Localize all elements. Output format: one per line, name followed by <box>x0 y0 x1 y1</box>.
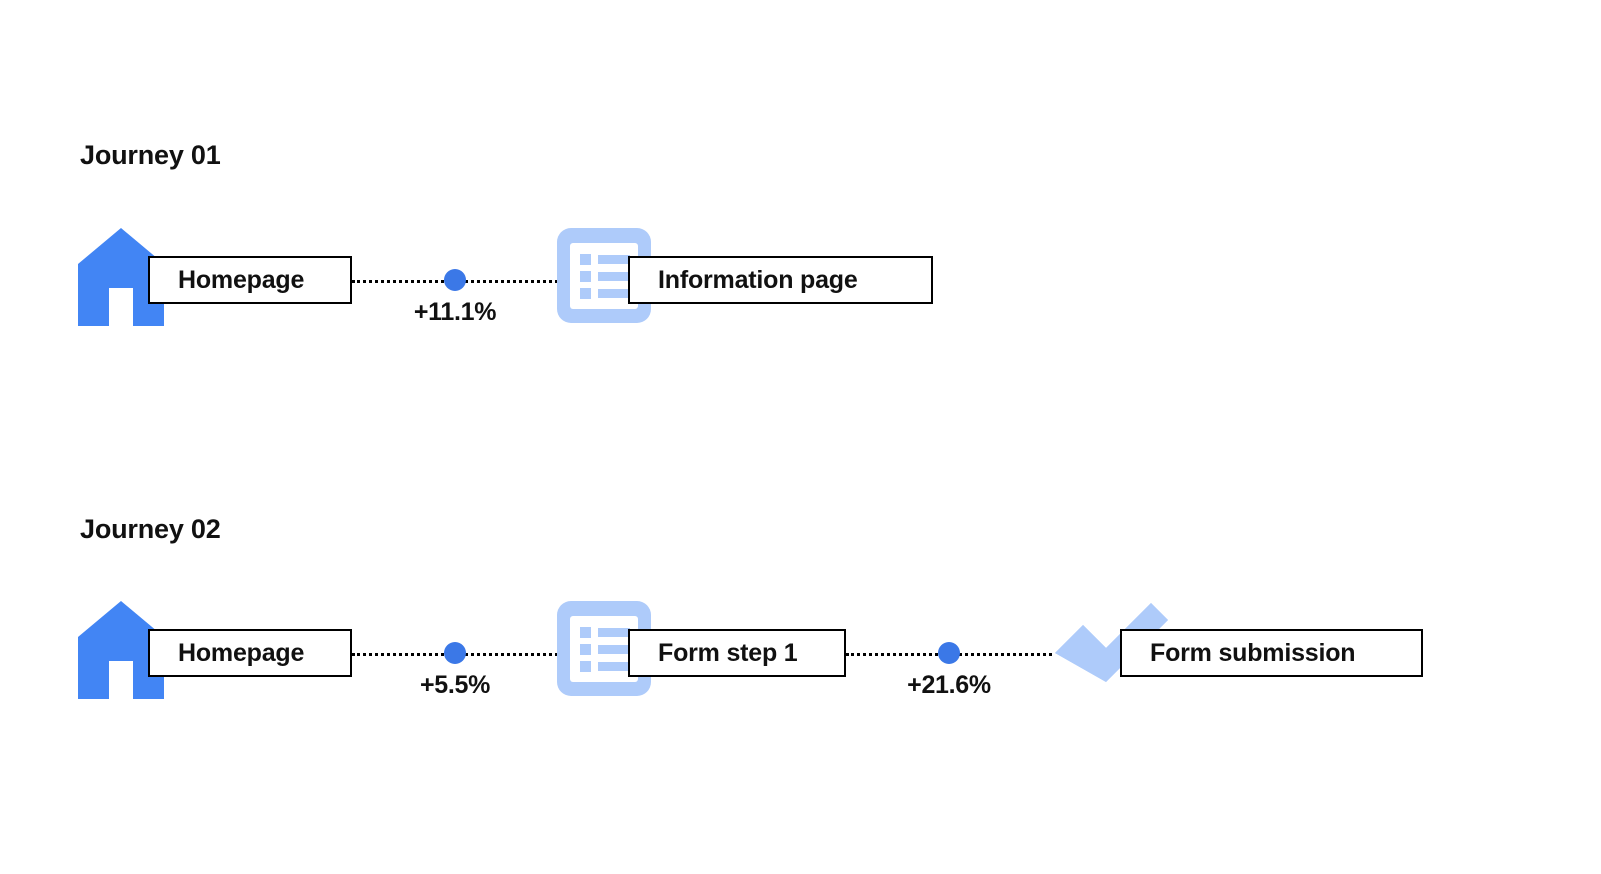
step-box-form-submission[interactable]: Form submission <box>1120 629 1423 677</box>
step-box-form-step-1[interactable]: Form step 1 <box>628 629 846 677</box>
list-page-icon <box>557 601 651 696</box>
step-label: Homepage <box>178 638 305 667</box>
step-label: Form step 1 <box>658 638 798 667</box>
home-icon <box>78 601 164 699</box>
step-label: Information page <box>658 265 858 294</box>
transition-percent: +5.5% <box>419 671 491 699</box>
home-icon <box>78 228 164 326</box>
step-box-homepage[interactable]: Homepage <box>148 629 352 677</box>
step-box-information-page[interactable]: Information page <box>628 256 933 304</box>
connector-node-dot[interactable] <box>444 642 466 664</box>
connector-node-dot[interactable] <box>444 269 466 291</box>
step-label: Homepage <box>178 265 305 294</box>
transition-connector: +11.1% <box>352 250 558 326</box>
transition-percent: +11.1% <box>413 298 497 326</box>
list-page-icon <box>557 228 651 323</box>
journey-title: Journey 02 <box>80 514 221 544</box>
step-label: Form submission <box>1150 638 1356 667</box>
transition-percent: +21.6% <box>907 671 991 699</box>
connector-node-dot[interactable] <box>938 642 960 664</box>
journey-title: Journey 01 <box>80 140 221 170</box>
step-box-homepage[interactable]: Homepage <box>148 256 352 304</box>
journey-flow-02: Homepage +5.5% <box>0 601 1601 741</box>
transition-connector: +21.6% <box>846 623 1052 699</box>
journey-flow-01: Homepage +11.1% <box>0 228 1601 368</box>
transition-connector: +5.5% <box>352 623 558 699</box>
